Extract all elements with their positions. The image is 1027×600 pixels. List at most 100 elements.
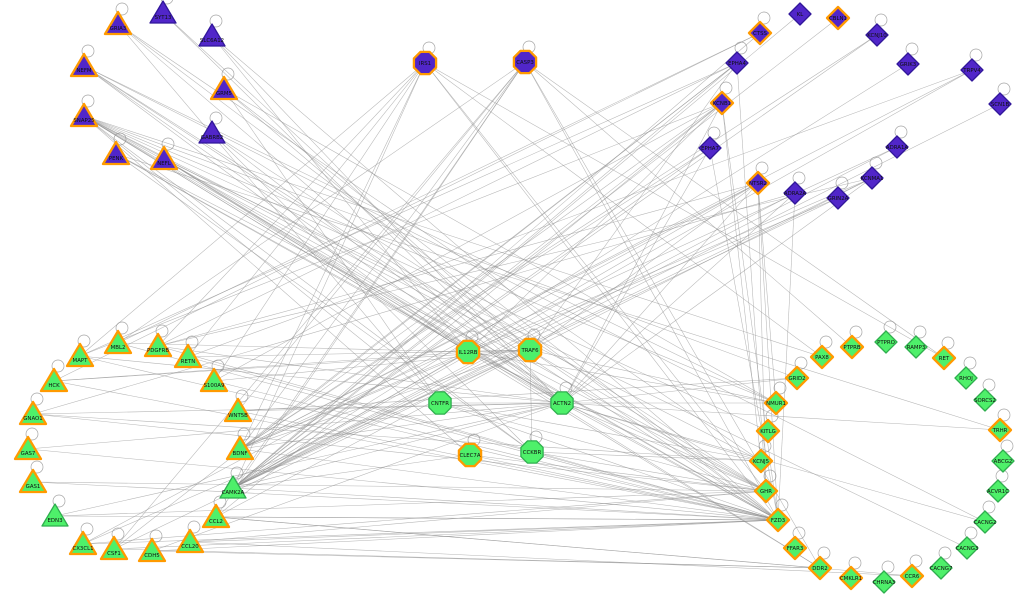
- node-GRM5[interactable]: GRM5: [209, 75, 239, 101]
- node-NEFM[interactable]: NEFM: [69, 52, 99, 78]
- triangle-shape: [175, 528, 205, 554]
- edge-ACTN2-KCNMA1: [561, 177, 873, 404]
- edge-layer: [27, 12, 1001, 577]
- node-ACTN2[interactable]: ACTN2: [550, 391, 574, 415]
- node-CCKBR[interactable]: CCKBR: [520, 440, 544, 464]
- node-IRS1[interactable]: IRS1: [412, 50, 438, 76]
- node-PDGFRB[interactable]: PDGFRB: [143, 332, 173, 358]
- self-loop-HCK: [51, 359, 65, 373]
- node-GRIA3[interactable]: GRIA3: [103, 10, 133, 36]
- node-CACNG7[interactable]: CACNG7: [929, 556, 953, 580]
- node-BDNF[interactable]: BDNF: [225, 435, 255, 461]
- node-RAMP3[interactable]: RAMP3: [904, 335, 928, 359]
- node-MAPT[interactable]: MAPT: [65, 342, 95, 368]
- node-IL12RB[interactable]: IL12RB: [455, 339, 481, 365]
- node-GAS1[interactable]: GAS1: [18, 468, 48, 494]
- diamond-shape: [896, 52, 920, 76]
- diamond-shape: [698, 136, 722, 160]
- edge-CAMK2A-ADRA2A: [232, 192, 796, 489]
- node-SORCS2[interactable]: SORCS2: [973, 388, 997, 412]
- self-loop-GRIA3: [115, 2, 129, 16]
- node-EDN3[interactable]: EDN3: [41, 503, 69, 527]
- node-CCR6[interactable]: CCR6: [899, 563, 925, 589]
- diamond-shape: [763, 390, 789, 416]
- edge-CASP3-MBL2: [117, 61, 526, 344]
- edge-ACTN2-CACNG2: [561, 402, 986, 523]
- node-CLEC7A[interactable]: CLEC7A: [457, 442, 483, 468]
- node-MBL2[interactable]: MBL2: [103, 329, 133, 355]
- self-loop-DDR2: [817, 546, 831, 560]
- self-loop-ADRA2A: [792, 171, 806, 185]
- triangle-shape: [13, 435, 43, 461]
- node-CX3CL1[interactable]: CX3CL1: [68, 530, 98, 556]
- node-RHOJ[interactable]: RHOJ: [954, 366, 978, 390]
- edge-GABRB2-GHR: [211, 132, 767, 492]
- node-ACVR1C[interactable]: ACVR1C: [986, 479, 1010, 503]
- edge-NEFL-CACNG3: [163, 158, 968, 549]
- edge-CAMK2A-EPHA4: [232, 62, 738, 489]
- self-loop-CACNG7: [938, 546, 952, 560]
- node-GRID2[interactable]: GRID2: [784, 365, 810, 391]
- edge-SNAP25-PAX8: [83, 115, 823, 358]
- edge-BDNF-KCNJ10: [239, 34, 878, 450]
- node-KL[interactable]: KL: [788, 2, 812, 26]
- edge-MBL2-FZD3: [117, 342, 779, 521]
- diamond-shape: [745, 170, 771, 196]
- edge-GRIA3-FZD3: [117, 23, 779, 521]
- self-loop-TRHR: [997, 408, 1011, 422]
- node-PAX8[interactable]: PAX8: [809, 344, 835, 370]
- node-TRAF6[interactable]: TRAF6: [517, 337, 543, 363]
- edge-GABRB2-ACTN2: [211, 132, 563, 404]
- node-TRPV4[interactable]: TRPV4: [960, 58, 984, 82]
- node-ADRA1A[interactable]: ADRA1A: [885, 135, 909, 159]
- edge-CAMK2A-IL12RB: [232, 351, 469, 489]
- node-TRHR[interactable]: TRHR: [987, 417, 1013, 443]
- edge-GNAO1-ADRA2A: [32, 192, 796, 415]
- edge-ACTN2-NTSR2: [561, 182, 759, 404]
- node-CACNG3[interactable]: CACNG3: [955, 536, 979, 560]
- node-GNAO1[interactable]: GNAO1: [18, 400, 48, 426]
- node-CNTFR[interactable]: CNTFR: [428, 391, 452, 415]
- node-RETN[interactable]: RETN: [173, 343, 203, 369]
- node-CCL2[interactable]: CCL2: [201, 503, 231, 529]
- node-KCNMA1[interactable]: KCNMA1: [860, 166, 884, 190]
- node-NEFL[interactable]: NEFL: [149, 145, 179, 171]
- node-CASP3[interactable]: CASP3: [512, 49, 538, 75]
- node-HCK[interactable]: HCK: [39, 367, 69, 393]
- node-EPHA4[interactable]: EPHA4: [725, 51, 749, 75]
- node-SNAP25[interactable]: SNAP25: [69, 102, 99, 128]
- node-CACNG2[interactable]: CACNG2: [973, 510, 997, 534]
- edge-CLEC7A-FZD3: [469, 454, 779, 521]
- edge-GRIA3-ACTN2: [117, 23, 563, 404]
- edge-MBL2-IL12RB: [117, 342, 469, 353]
- node-SCN1B[interactable]: SCN1B: [988, 92, 1012, 116]
- diamond-shape: [748, 448, 774, 474]
- node-FZD3[interactable]: FZD3: [765, 507, 791, 533]
- edge-GAS1-FZD3: [32, 481, 779, 521]
- edge-PENK-ACTN2: [115, 153, 563, 404]
- edge-GHR-EPHA4: [736, 62, 767, 492]
- edge-PENK-GHR: [115, 153, 767, 492]
- node-FFAR3[interactable]: FFAR3: [782, 535, 808, 561]
- node-CBLN1[interactable]: CBLN1: [825, 5, 851, 31]
- node-PTPRB[interactable]: PTPRB: [839, 334, 865, 360]
- node-SLC6A12[interactable]: SLC6A12: [198, 23, 226, 47]
- edge-CX3CL1-TRAF6: [82, 349, 531, 545]
- edge-BDNF-EPHA7: [239, 147, 711, 450]
- node-ABCG2[interactable]: ABCG2: [991, 449, 1015, 473]
- node-ADRA2A[interactable]: ADRA2A: [783, 181, 807, 205]
- node-SYT13[interactable]: SYT13: [149, 0, 177, 24]
- node-PENK[interactable]: PENK: [101, 140, 131, 166]
- node-PTPRO[interactable]: PTPRO: [874, 330, 898, 354]
- node-GRIK3[interactable]: GRIK3: [896, 52, 920, 76]
- node-GRIN2A[interactable]: GRIN2A: [826, 186, 850, 210]
- node-NTSR2[interactable]: NTSR2: [745, 170, 771, 196]
- node-KCNJ10[interactable]: KCNJ10: [865, 23, 889, 47]
- node-CSF1[interactable]: CSF1: [99, 535, 129, 561]
- self-loop-PENK: [113, 132, 127, 146]
- edge-CCL2-DDR2: [215, 516, 821, 569]
- node-DDR2[interactable]: DDR2: [807, 555, 833, 581]
- node-RET[interactable]: RET: [931, 345, 957, 371]
- node-GHR[interactable]: GHR: [753, 478, 779, 504]
